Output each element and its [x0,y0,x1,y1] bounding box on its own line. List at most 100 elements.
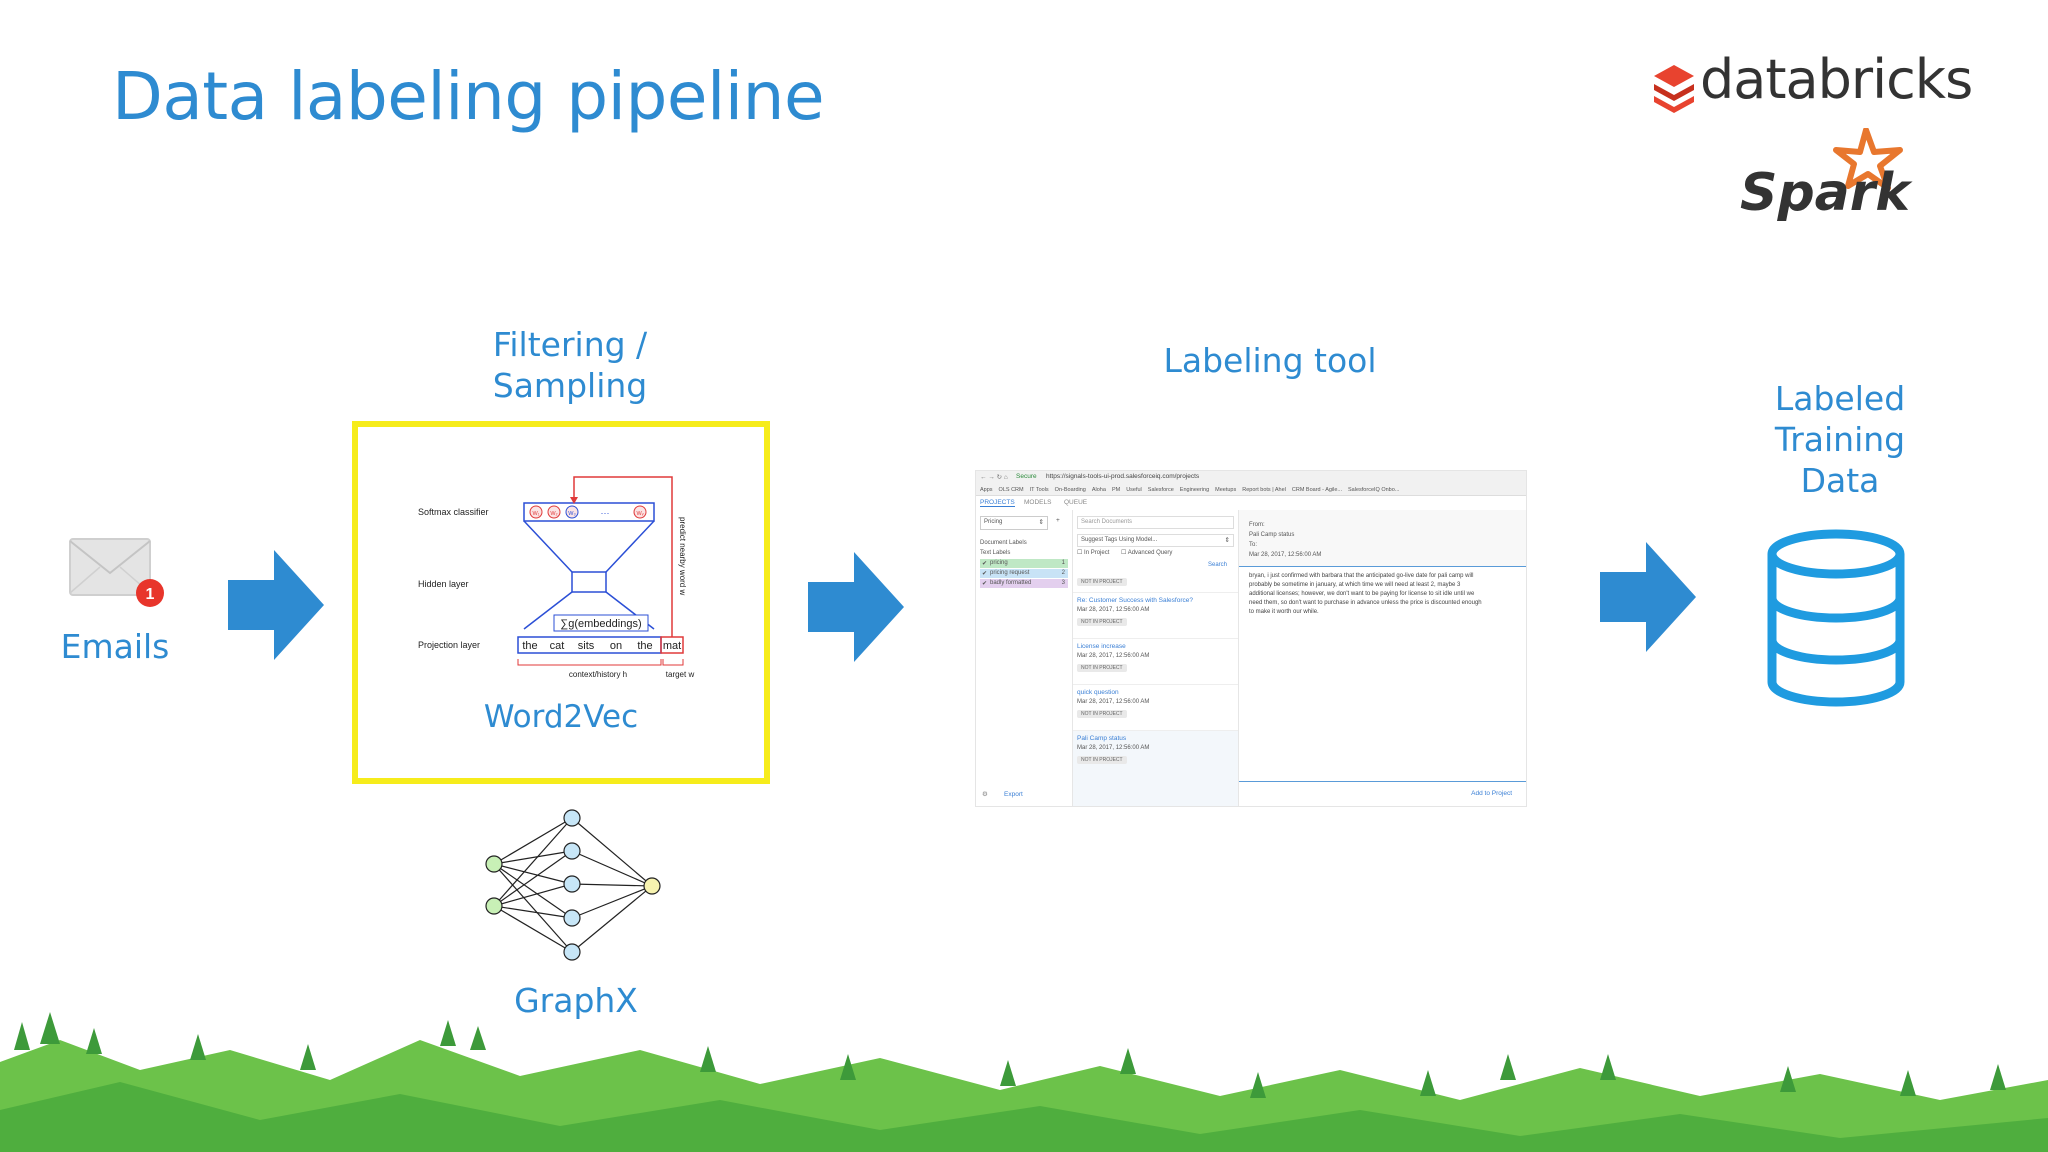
email-badge-count: 1 [146,586,155,603]
hidden-layer-box [571,571,607,593]
bookmark-item[interactable]: Engineering [1179,486,1210,493]
softmax-ellipsis: ··· [601,508,610,518]
labeling-tool-screenshot: ← → ↻ ⌂ Secure https://signals-tools-ui-… [975,470,1527,807]
context-word: cat [550,640,565,652]
label-item-pricing[interactable]: ✔ pricing 1 [980,559,1068,568]
softmax-box [523,502,655,522]
select-arrows-icon: ⇕ [1038,519,1044,526]
graphx-label: GraphX [514,981,638,1020]
list-item[interactable]: License increase Mar 28, 2017, 12:56:00 … [1073,638,1238,685]
label-item-badly-formatted[interactable]: ✔ badly formatted 3 [980,579,1068,588]
list-item[interactable]: quick question Mar 28, 2017, 12:56:00 AM… [1073,684,1238,731]
labeled-label-line1: Labeled [1774,379,1906,418]
tab-projects[interactable]: PROJECTS [980,499,1015,507]
bookmark-item[interactable]: Aloha [1091,486,1106,493]
url-secure-label: Secure [1016,473,1037,480]
email-date: Mar 28, 2017, 12:56:00 AM [1249,552,1322,558]
spark-logo-icon: Spark [1740,128,1913,223]
softmax-weight-node [633,505,647,519]
list-item[interactable]: Re: Customer Success with Salesforce? Ma… [1073,592,1238,639]
labeled-label-line3: Data [1800,461,1880,500]
arrow-right-icon [1600,542,1696,652]
bookmark-item[interactable]: Meetups [1215,486,1237,493]
hidden-layer-label: Hidden layer [418,579,469,589]
bookmark-item[interactable]: SalesforceIQ Onbo... [1348,486,1400,493]
email-header: From: Pali Camp status To: Mar 28, 2017,… [1239,510,1526,567]
status-badge: NOT IN PROJECT [1077,618,1127,626]
bookmark-item[interactable]: Report bots | Ahel [1242,486,1286,493]
database-icon [1767,529,1905,707]
label-item-pricing-request[interactable]: ✔ pricing request 2 [980,569,1068,578]
in-project-checkbox[interactable]: ☐ In Project [1077,550,1110,556]
word2vec-caption: Word2Vec [483,699,639,735]
word2vec-highlight-box: Softmax classifier Hidden layer Projecti… [352,421,770,784]
projection-layer-label: Projection layer [418,640,480,650]
status-badge: NOT IN PROJECT [1077,664,1127,672]
databricks-logo-icon [1654,65,1694,113]
document-labels-heading: Document Labels [980,540,1027,546]
list-item[interactable]: Pali Camp status Mar 28, 2017, 12:56:00 … [1073,730,1238,806]
browser-url-bar: ← → ↻ ⌂ Secure https://signals-tools-ui-… [976,471,1526,485]
gear-icon[interactable]: ⚙ [982,791,988,798]
url-text[interactable]: https://signals-tools-ui-prod.salesforce… [1046,473,1200,480]
predict-nearby-word-label: predict nearby word w [678,517,687,595]
tab-models[interactable]: MODELS [1024,499,1052,506]
add-to-project-button[interactable]: Add to Project [1471,790,1512,797]
context-word: on [610,640,622,652]
project-select[interactable]: Pricing ⇕ [980,516,1048,530]
word2vec-diagram: Softmax classifier Hidden layer Projecti… [418,476,695,679]
labeling-tool-label: Labeling tool [1163,341,1377,380]
target-label: target w [666,670,695,679]
bookmark-item[interactable]: IT Tools [1029,486,1049,493]
check-icon: ✔ [982,571,988,577]
mountain-footer-decoration [0,1012,2048,1152]
weight-label: W₁ [532,511,539,517]
neural-network-icon [485,809,661,961]
softmax-layer-label: Softmax classifier [418,507,489,517]
sum-embeddings-box [553,614,649,632]
softmax-weight-node [529,505,543,519]
divider [1239,781,1526,782]
suggest-tags-select[interactable]: Suggest Tags Using Model... ⇕ [1077,534,1234,547]
databricks-logo-text: databricks [1700,48,1973,111]
status-badge: NOT IN PROJECT [1077,710,1127,718]
bookmark-item[interactable]: On-Boarding [1054,486,1086,493]
filtering-label-line1: Filtering / [492,325,648,364]
target-word: mat [663,640,681,652]
context-word: sits [578,640,595,652]
email-detail-panel: From: Pali Camp status To: Mar 28, 2017,… [1239,510,1526,806]
envelope-icon: 1 [69,538,164,607]
filtering-sampling-label: Filtering / Sampling [470,324,670,406]
bookmarks-bar: Apps OLS CRM IT Tools On-Boarding Aloha … [976,484,1526,496]
tab-queue[interactable]: QUEUE [1064,499,1088,506]
weight-label: W₃ [568,511,575,517]
select-arrows-icon: ⇕ [1224,537,1230,544]
bookmark-item[interactable]: Useful [1126,486,1142,493]
browser-nav-icons: ← → ↻ ⌂ [980,474,1008,481]
bookmark-item[interactable]: Apps [980,486,993,493]
emails-label: Emails [60,627,170,666]
search-button[interactable]: Search [1208,562,1228,568]
status-badge: NOT IN PROJECT [1077,578,1127,586]
context-word: the [522,640,537,652]
bookmark-item[interactable]: OLS CRM [998,486,1024,493]
softmax-weight-node [565,505,579,519]
spark-logo-text: Spark [1740,163,1913,223]
email-to-label: To: [1249,542,1258,548]
check-icon: ✔ [982,561,988,567]
export-link[interactable]: Export [1004,791,1023,798]
search-documents-input[interactable]: Search Documents [1077,516,1234,529]
add-icon[interactable]: + [1056,517,1060,524]
bookmark-item[interactable]: PM [1111,486,1121,493]
advanced-query-checkbox[interactable]: ☐ Advanced Query [1121,550,1173,556]
app-tab-bar: PROJECTS MODELS QUEUE [976,496,1526,511]
text-labels-heading: Text Labels [980,550,1011,556]
status-badge: NOT IN PROJECT [1077,756,1127,764]
softmax-weight-node [547,505,561,519]
email-body[interactable]: bryan, i just confirmed with barbara tha… [1249,573,1482,615]
bookmark-item[interactable]: CRM Board - Agile... [1291,486,1343,493]
bookmark-item[interactable]: Salesforce [1147,486,1174,493]
sum-embeddings-label: ∑g(embeddings) [560,618,641,630]
document-list-panel: Search Documents Suggest Tags Using Mode… [1073,510,1239,806]
email-from-label: From: [1249,522,1265,528]
